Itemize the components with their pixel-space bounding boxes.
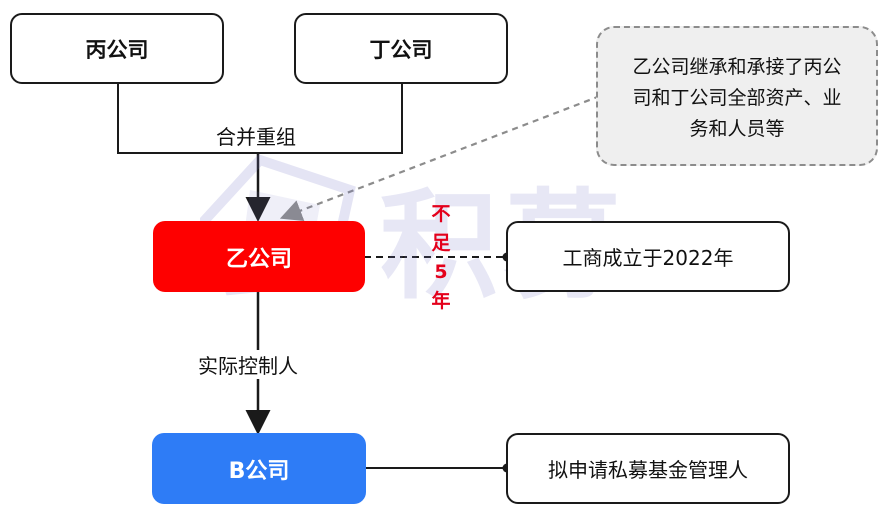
note-line-3: 务和人员等 [689,118,785,140]
merge-connector [117,83,403,154]
node-apply-label: 拟申请私募基金管理人 [548,458,748,482]
not-five-years-char-4: 年 [431,290,451,312]
not-five-years-label: 不 足 5 年 [426,200,456,316]
node-founded-2022: 工商成立于2022年 [506,221,790,292]
not-five-years-char-1: 不 [431,203,451,225]
node-bing-label: 丙公司 [85,37,149,62]
node-yi-label: 乙公司 [225,246,292,272]
node-apply-manager: 拟申请私募基金管理人 [506,433,790,504]
node-b-label: B公司 [228,458,290,484]
not-five-years-char-2: 足 [431,232,451,254]
merger-label: 合并重组 [216,125,296,149]
node-yi-company: 乙公司 [153,221,365,292]
not-five-years-char-3: 5 [434,261,448,283]
note-line-1: 乙公司继承和承接了丙公 [632,56,842,78]
node-ding-label: 丁公司 [369,37,433,62]
node-b-company: B公司 [152,433,366,504]
note-inherit: 乙公司继承和承接了丙公 司和丁公司全部资产、业 务和人员等 [596,26,878,166]
note-line-2: 司和丁公司全部资产、业 [632,87,842,109]
node-bing-company: 丙公司 [10,13,224,84]
control-label: 实际控制人 [196,350,300,379]
note-pointer [279,94,601,221]
node-ding-company: 丁公司 [294,13,508,84]
node-founded-label: 工商成立于2022年 [562,246,734,270]
